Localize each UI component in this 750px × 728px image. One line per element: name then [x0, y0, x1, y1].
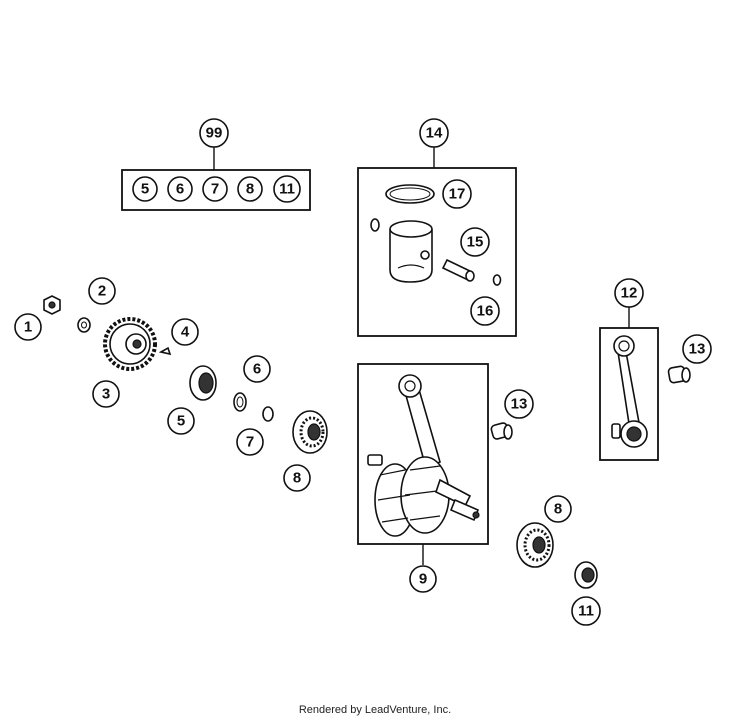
- part-8-bearing-right[interactable]: [516, 522, 554, 568]
- callout-13-right[interactable]: 13: [682, 334, 712, 364]
- conrod-box: [599, 327, 659, 461]
- piston-box: [357, 167, 517, 337]
- callout-14[interactable]: 14: [419, 118, 449, 148]
- callout-5[interactable]: 5: [167, 407, 195, 435]
- conrod-group: [599, 307, 659, 461]
- callout-16[interactable]: 16: [470, 296, 500, 326]
- callout-11[interactable]: 11: [571, 596, 601, 626]
- svg-text:12: 12: [621, 285, 638, 302]
- part-11-seal[interactable]: [574, 561, 598, 589]
- svg-text:15: 15: [467, 234, 484, 251]
- connecting-rod[interactable]: [611, 335, 648, 448]
- part-13-needle-bearing-right[interactable]: [667, 365, 691, 384]
- kit-item-1[interactable]: 5: [132, 176, 158, 202]
- kit-99-group: 5 6 7 8 11: [121, 147, 311, 211]
- callout-9[interactable]: 9: [409, 565, 437, 593]
- svg-text:9: 9: [419, 571, 427, 588]
- crankshaft[interactable]: [367, 374, 480, 537]
- callout-15[interactable]: 15: [460, 227, 490, 257]
- callout-12[interactable]: 12: [614, 278, 644, 308]
- svg-text:7: 7: [246, 434, 254, 451]
- piston-pin[interactable]: [441, 258, 475, 282]
- svg-text:5: 5: [141, 181, 149, 198]
- callout-6[interactable]: 6: [243, 355, 271, 383]
- svg-text:99: 99: [206, 125, 223, 142]
- callout-99[interactable]: 99: [199, 118, 229, 148]
- svg-text:3: 3: [102, 386, 110, 403]
- callout-8-right[interactable]: 8: [544, 495, 572, 523]
- svg-text:14: 14: [426, 125, 443, 142]
- callout-3[interactable]: 3: [92, 380, 120, 408]
- callout-7[interactable]: 7: [236, 428, 264, 456]
- svg-text:2: 2: [98, 283, 106, 300]
- svg-text:7: 7: [211, 181, 219, 198]
- svg-text:11: 11: [578, 603, 594, 620]
- piston[interactable]: [389, 220, 433, 283]
- kit-item-3[interactable]: 7: [202, 176, 228, 202]
- svg-text:8: 8: [554, 501, 562, 518]
- footer-credit: Rendered by LeadVenture, Inc.: [298, 704, 452, 716]
- part-1-nut[interactable]: [43, 295, 61, 315]
- svg-text:17: 17: [449, 186, 466, 203]
- circlip-left[interactable]: [370, 218, 380, 232]
- callout-2[interactable]: 2: [88, 277, 116, 305]
- kit-item-5[interactable]: 11: [273, 175, 301, 203]
- svg-text:1: 1: [24, 319, 32, 336]
- kit-item-4[interactable]: 8: [237, 176, 263, 202]
- part-5-seal[interactable]: [189, 365, 217, 401]
- part-3-gear[interactable]: [103, 317, 157, 371]
- part-13-needle-bearing[interactable]: [490, 422, 513, 440]
- svg-text:16: 16: [477, 303, 494, 320]
- kit-item-2[interactable]: 6: [167, 176, 193, 202]
- part-7-ring[interactable]: [262, 406, 274, 422]
- svg-text:6: 6: [176, 181, 184, 198]
- crankshaft-group: [357, 363, 489, 565]
- svg-text:8: 8: [246, 181, 254, 198]
- svg-text:6: 6: [253, 361, 261, 378]
- svg-text:4: 4: [181, 324, 190, 341]
- piston-group: [357, 147, 517, 337]
- svg-text:8: 8: [293, 470, 301, 487]
- part-4-key[interactable]: [158, 346, 172, 356]
- callout-1[interactable]: 1: [14, 313, 42, 341]
- callout-8-left[interactable]: 8: [283, 464, 311, 492]
- svg-text:11: 11: [279, 181, 295, 198]
- callout-4[interactable]: 4: [171, 318, 199, 346]
- svg-text:13: 13: [689, 341, 706, 358]
- svg-text:5: 5: [177, 413, 185, 430]
- kit-99-box: [121, 169, 311, 211]
- callout-13-center[interactable]: 13: [504, 389, 534, 419]
- circlip-right[interactable]: [492, 274, 502, 286]
- part-8-bearing-left[interactable]: [292, 410, 328, 454]
- callout-17[interactable]: 17: [442, 179, 472, 209]
- svg-text:13: 13: [511, 396, 528, 413]
